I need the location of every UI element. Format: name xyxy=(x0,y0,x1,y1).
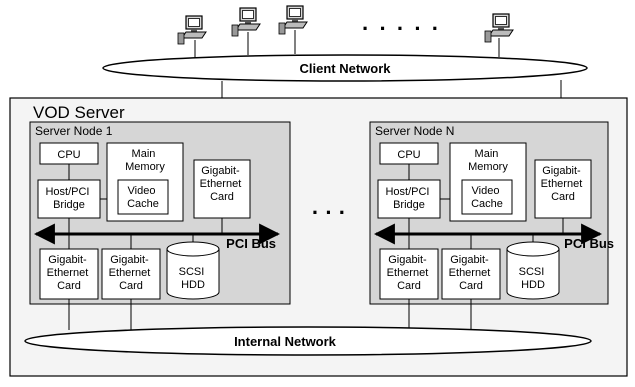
client-computers: · · · · · xyxy=(177,5,514,45)
hdd-line: SCSI xyxy=(519,266,545,278)
gige-line: Gigabit- xyxy=(110,254,149,266)
gige-line: Gigabit- xyxy=(48,254,87,266)
bridge-label: Host/PCI Bridge xyxy=(385,186,432,211)
main-memory-line: Main xyxy=(475,148,499,160)
gige-line: Gigabit- xyxy=(388,254,427,266)
computer-icon xyxy=(484,13,514,43)
gigabit-ethernet-card-uplink xyxy=(193,159,251,219)
gige-a-label: Gigabit- Ethernet Card xyxy=(47,254,92,292)
hdd-line: HDD xyxy=(521,279,545,291)
internal-links xyxy=(68,299,472,330)
bridge-line: Bridge xyxy=(393,199,425,211)
internal-network-label: Internal Network xyxy=(234,334,337,349)
cpu-label: CPU xyxy=(57,149,80,161)
main-memory-line: Main xyxy=(132,148,156,160)
internal-network-ring xyxy=(24,326,592,356)
gige-line: Ethernet xyxy=(47,267,89,279)
main-memory-label: Main Memory xyxy=(125,148,165,173)
scsi-hdd-icon xyxy=(166,241,220,300)
hdd-line: SCSI xyxy=(179,266,205,278)
client-links xyxy=(194,30,500,60)
gige-line: Ethernet xyxy=(541,178,583,190)
bridge-line: Host/PCI xyxy=(385,186,429,198)
gige-b-label: Gigabit- Ethernet Card xyxy=(109,254,154,292)
gige-line: Gigabit- xyxy=(450,254,489,266)
video-cache-box xyxy=(461,179,513,215)
gige-line: Card xyxy=(57,280,81,292)
client-network-ring xyxy=(102,54,588,82)
main-memory-line: Memory xyxy=(468,161,508,173)
gige-a-label: Gigabit- Ethernet Card xyxy=(387,254,432,292)
hdd-label: SCSI HDD xyxy=(179,266,208,291)
gige-line: Card xyxy=(459,280,483,292)
host-pci-bridge-box xyxy=(37,179,101,219)
client-ellipsis: · · · · · xyxy=(362,16,441,41)
gige-line: Ethernet xyxy=(449,267,491,279)
vod-server-title: VOD Server xyxy=(33,103,125,122)
video-cache-line: Video xyxy=(472,185,500,197)
gige-line: Card xyxy=(210,191,234,203)
gigabit-ethernet-card-internal-b xyxy=(101,248,161,300)
gige-uplink-label: Gigabit- Ethernet Card xyxy=(200,165,245,203)
cpu-label: CPU xyxy=(397,149,420,161)
video-cache-line: Cache xyxy=(127,198,159,210)
gige-line: Ethernet xyxy=(387,267,429,279)
computer-icon xyxy=(278,5,308,35)
video-cache-label: Video Cache xyxy=(127,185,159,210)
client-network-label: Client Network xyxy=(299,61,391,76)
gige-uplink-label: Gigabit- Ethernet Card xyxy=(541,165,586,203)
bridge-line: Bridge xyxy=(53,199,85,211)
gige-line: Ethernet xyxy=(200,178,242,190)
hdd-line: HDD xyxy=(181,279,205,291)
node-ellipsis: · · · xyxy=(312,200,346,225)
host-pci-bridge-box xyxy=(377,179,441,219)
gige-line: Gigabit- xyxy=(201,165,240,177)
video-cache-line: Cache xyxy=(471,198,503,210)
gigabit-ethernet-card-internal-b xyxy=(441,248,501,300)
gige-b-label: Gigabit- Ethernet Card xyxy=(449,254,494,292)
gige-line: Ethernet xyxy=(109,267,151,279)
server-node-n: Server Node N CPU Host/PCI Bridge Main M… xyxy=(369,121,614,305)
gige-line: Card xyxy=(119,280,143,292)
server-node-title: Server Node N xyxy=(375,124,454,138)
computer-icon xyxy=(231,7,261,37)
gige-line: Card xyxy=(551,191,575,203)
main-memory-label: Main Memory xyxy=(468,148,508,173)
server-node-title: Server Node 1 xyxy=(35,124,113,138)
gigabit-ethernet-card-internal-a xyxy=(39,248,99,300)
pci-bus-label: PCI Bus xyxy=(564,236,614,251)
bridge-line: Host/PCI xyxy=(45,186,89,198)
hdd-label: SCSI HDD xyxy=(519,266,548,291)
gige-line: Card xyxy=(397,280,421,292)
main-memory-line: Memory xyxy=(125,161,165,173)
gige-line: Gigabit- xyxy=(542,165,581,177)
pci-bus-label: PCI Bus xyxy=(226,236,276,251)
server-node-1: Server Node 1 CPU Host/PCI Bridge Main M… xyxy=(29,121,291,305)
bridge-label: Host/PCI Bridge xyxy=(45,186,92,211)
video-cache-line: Video xyxy=(128,185,156,197)
video-cache-label: Video Cache xyxy=(471,185,503,210)
scsi-hdd-icon xyxy=(506,241,560,300)
video-cache-box xyxy=(117,179,169,215)
computer-icon xyxy=(177,15,207,45)
gigabit-ethernet-card-internal-a xyxy=(379,248,439,300)
